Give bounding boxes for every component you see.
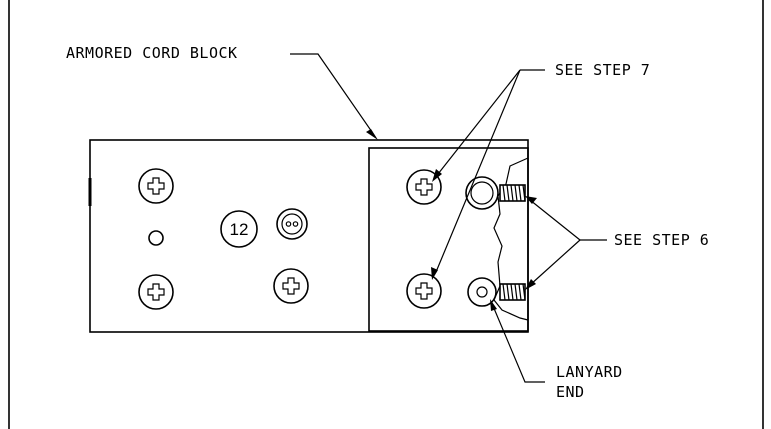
label-lanyard-end: END <box>556 383 585 401</box>
label-armored-cord-block: ARMORED CORD BLOCK <box>66 44 238 62</box>
leader-see-step-6 <box>525 196 607 290</box>
set-screw-bottom-icon <box>499 283 526 301</box>
phillips-screw-block-bottom-icon <box>406 273 442 309</box>
phillips-screw-bottom-left-icon <box>138 274 174 310</box>
phillips-screw-block-top-icon <box>406 169 442 205</box>
leader-armored-cord-block <box>290 53 378 140</box>
drawing-frame <box>8 0 764 429</box>
phillips-screw-center-icon <box>273 268 309 304</box>
item-balloon: 12 <box>220 210 258 248</box>
set-screw-top-icon <box>499 184 526 202</box>
label-lanyard: LANYARD <box>556 363 623 381</box>
mounting-hole <box>148 230 164 246</box>
leader-see-step-7 <box>431 69 545 280</box>
cord-block <box>368 147 529 332</box>
phillips-screw-top-left-icon <box>138 168 174 204</box>
boss-bottom <box>467 277 497 307</box>
leader-lanyard-end <box>490 299 545 383</box>
boss-top <box>465 176 499 210</box>
label-see-step-6: SEE STEP 6 <box>614 231 709 249</box>
item-number-label: 12 <box>230 220 249 239</box>
label-see-step-7: SEE STEP 7 <box>555 61 650 79</box>
cutaway-edge <box>493 157 529 321</box>
two-pin-connector-icon <box>276 208 308 240</box>
